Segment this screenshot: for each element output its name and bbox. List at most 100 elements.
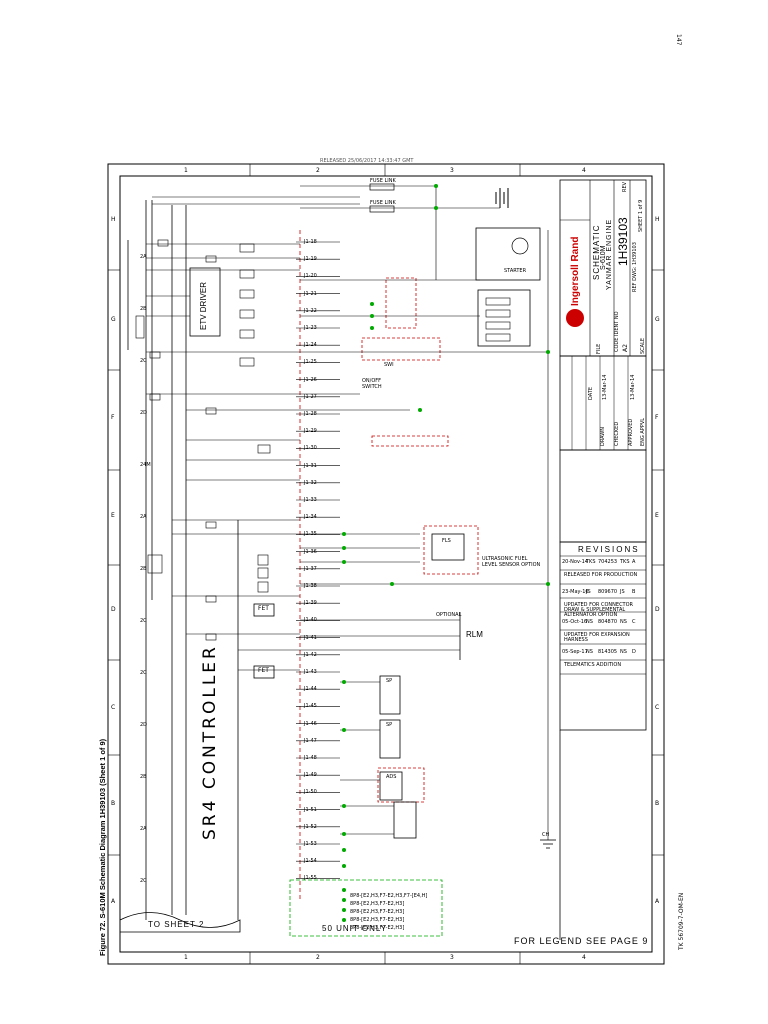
revision-by: NS: [586, 649, 593, 655]
grid-col-1-bottom: 1: [184, 954, 188, 961]
connector-pin-label: J1-54: [304, 858, 317, 865]
connector-pin-label: J1-24: [304, 342, 317, 349]
revision-chk: JS: [620, 589, 625, 595]
checked-label: CHECKED: [614, 421, 620, 446]
revision-ecn: 804870: [598, 619, 618, 625]
connector-pin-label: J1-20: [304, 273, 317, 280]
connector-pin-label: J1-44: [304, 686, 317, 693]
left-pin-label: 2C: [140, 670, 147, 676]
connector-pin-label: J1-30: [304, 445, 317, 452]
fet-label-2: FET: [258, 667, 269, 674]
revision-chk: TKS: [620, 559, 630, 565]
bottom-ref-2: 8P8-[E2,H3,F7-E2,H3]: [350, 901, 405, 907]
grid-col-4-bottom: 4: [582, 954, 586, 961]
title-line-3: YANMAR ENGINE: [606, 218, 613, 290]
revision-description: RELEASED FOR PRODUCTION: [564, 572, 638, 578]
connector-pin-label: J1-41: [304, 634, 317, 641]
left-pin-label: 2B: [140, 566, 147, 572]
connector-pin-label: J1-55: [304, 875, 317, 882]
revision-chk: NS: [620, 649, 627, 655]
ref-dwg-label: REF DWG: 1H39103: [632, 242, 638, 292]
grid-row-b-right: B: [655, 800, 660, 807]
fet-label-1: FET: [258, 605, 269, 612]
connector-pin-label: J1-38: [304, 583, 317, 589]
connector-pin-label: J1-43: [304, 669, 317, 675]
connector-pin-label: J1-53: [304, 841, 317, 847]
connector-pin-label: J1-25: [304, 359, 317, 366]
bottom-ref-5: 8P8-[E2,H3,F7-E2,H3]: [350, 925, 405, 931]
connector-pin-label: J1-33: [304, 497, 317, 503]
revision-chk: NS: [620, 619, 627, 625]
left-pin-label: 24M: [140, 462, 151, 468]
drawing-number: 1H39103: [616, 217, 630, 266]
grid-col-3-top: 3: [450, 167, 454, 174]
connector-pin-label: J1-19: [304, 256, 317, 263]
grid-row-d-right: D: [655, 606, 660, 613]
left-pin-label: 2B: [140, 306, 147, 312]
connector-pin-label: J1-23: [304, 325, 317, 331]
grid-row-f-right: F: [655, 414, 659, 421]
grid-row-b-left: B: [111, 800, 116, 807]
scale-label: SCALE: [640, 337, 646, 354]
revision-date: 05-Oct-16: [562, 619, 588, 625]
connector-pin-label: J1-21: [304, 290, 317, 297]
to-sheet-label: TO SHEET 2: [148, 920, 205, 929]
revision-ecn: 814305: [598, 649, 618, 655]
connector-pin-label: J1-50: [304, 789, 317, 796]
left-pin-label: 2D: [140, 722, 148, 728]
grid-row-c-right: C: [655, 704, 660, 711]
revision-by: NS: [586, 619, 593, 625]
left-pin-label: 2B: [140, 774, 147, 780]
connector-pin-label: J1-51: [304, 806, 317, 813]
controller-label: SR4 CONTROLLER: [200, 644, 220, 840]
code-ident-label: CODE IDENT NO: [614, 311, 620, 352]
starter-label: STARTER: [504, 268, 527, 274]
grid-row-g-right: G: [655, 316, 660, 323]
drawn-date: 13-Mar-14: [602, 374, 608, 400]
fuse-link-label-2: FUSE LINK: [370, 200, 396, 206]
revision-ecn: 809670: [598, 589, 618, 595]
grid-row-h-right: H: [655, 216, 660, 223]
date-label: DATE: [588, 386, 594, 400]
revision-rev: C: [632, 619, 636, 625]
on-off-switch-label: ON/OFF SWITCH: [362, 378, 382, 390]
swi-label: SWI: [384, 362, 394, 368]
sheet-label: SHEET 1 of 9: [638, 199, 644, 232]
revision-rev: B: [632, 589, 636, 595]
etv-driver-label: ETV DRIVER: [199, 281, 208, 330]
optional-label: OPTIONAL: [436, 612, 462, 618]
grid-row-h-left: H: [111, 216, 116, 223]
revision-date: 23-May-16: [562, 589, 589, 595]
ads-label: ADS: [386, 774, 397, 780]
grid-row-a-right: A: [655, 898, 660, 905]
connector-pin-label: J1-27: [304, 393, 317, 400]
grid-col-3-bottom: 3: [450, 954, 454, 961]
left-pin-label: 2A: [140, 514, 147, 520]
revision-description: UPDATED FOR EXPANSION HARNESS: [564, 632, 630, 643]
revision-description: UPDATED FOR CONNECTOR DRAW & SUPPLEMENTA…: [564, 602, 634, 618]
revision-ecn: 704253: [598, 559, 618, 565]
spr-label-1: SP: [386, 678, 393, 684]
connector-pin-label: J1-28: [304, 411, 317, 417]
connector-pin-label: J1-22: [304, 307, 317, 314]
bottom-ref-1: 8P8-[E2,H3,F7-E2,H3,F7-[E4,H]: [350, 893, 428, 899]
rlm-label: RLM: [466, 630, 483, 639]
left-pin-label: 2C: [140, 358, 147, 364]
checked-date: 13-Mar-14: [630, 374, 636, 400]
fls-label: FLS: [442, 538, 451, 544]
connector-pin-label: J1-39: [304, 600, 317, 607]
grid-row-f-left: F: [111, 414, 115, 421]
size-value: A2: [622, 344, 629, 352]
unit-only-label: 50 UNIT ONLY: [322, 924, 388, 933]
connector-pin-label: J1-32: [304, 479, 317, 486]
ultrasonic-option-label: ULTRASONIC FUEL LEVEL SENSOR OPTION: [482, 556, 541, 568]
grid-col-2-bottom: 2: [316, 954, 320, 961]
grid-row-g-left: G: [111, 316, 116, 323]
grid-col-2-top: 2: [316, 167, 320, 174]
connector-pin-label: J1-37: [304, 565, 317, 572]
drawn-label: DRAWN: [600, 427, 606, 446]
connector-pin-label: J1-29: [304, 428, 317, 435]
spr-label-2: SP: [386, 722, 393, 728]
left-pin-label: 2D: [140, 410, 148, 416]
